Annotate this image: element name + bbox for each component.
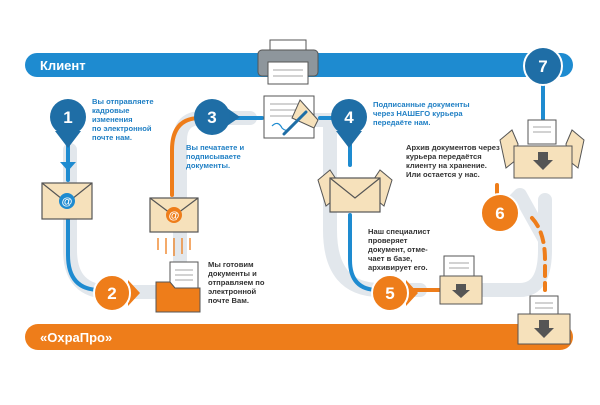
step-marker-6: 6 — [480, 193, 520, 233]
step-number-6: 6 — [495, 204, 504, 223]
step-marker-3: 3 — [194, 99, 240, 135]
step-number-1: 1 — [63, 108, 72, 127]
step-text-5: Наш специалист проверяет документ, отме-… — [368, 227, 432, 272]
email-envelope-icon-2: @ — [149, 197, 199, 256]
step-text-4: Подписанные документы через НАШЕГО курье… — [373, 100, 472, 127]
step-text-2: Мы готовим документы и отправляем по эле… — [208, 260, 267, 305]
company-bar-background — [25, 324, 573, 350]
step-marker-1: 1 — [50, 99, 86, 148]
step-marker-7: 7 — [523, 46, 563, 86]
svg-text:@: @ — [62, 196, 73, 208]
svg-text:@: @ — [169, 210, 180, 222]
archive-box-icon — [439, 255, 483, 305]
company-bar-label: «ОхраПро» — [40, 330, 112, 345]
step-marker-2: 2 — [93, 274, 140, 312]
flow-line-6b — [530, 216, 547, 292]
step-text-7: Архив документов через курьера передаётс… — [406, 143, 502, 179]
folder-icon — [155, 261, 201, 313]
printer-icon — [257, 39, 319, 85]
step-text-1: Вы отправляете кадровые изменения по эле… — [92, 97, 156, 142]
archive-box-hands-icon — [499, 119, 585, 179]
step-number-7: 7 — [538, 57, 547, 76]
step-marker-5: 5 — [371, 274, 418, 312]
step-marker-4: 4 — [331, 99, 367, 148]
step-number-3: 3 — [207, 108, 216, 127]
client-bar-label: Клиент — [40, 58, 86, 73]
signing-hand-icon — [263, 95, 319, 139]
envelope-hands-icon — [317, 169, 393, 213]
step-number-4: 4 — [344, 108, 354, 127]
step-text-3: Вы печатаете и подписываете документы. — [186, 143, 246, 170]
email-envelope-icon: @ — [41, 162, 93, 220]
archive-box-icon-2 — [517, 295, 571, 345]
step-number-5: 5 — [385, 284, 394, 303]
step-number-2: 2 — [107, 284, 116, 303]
company-bar: «ОхраПро» — [25, 324, 573, 350]
